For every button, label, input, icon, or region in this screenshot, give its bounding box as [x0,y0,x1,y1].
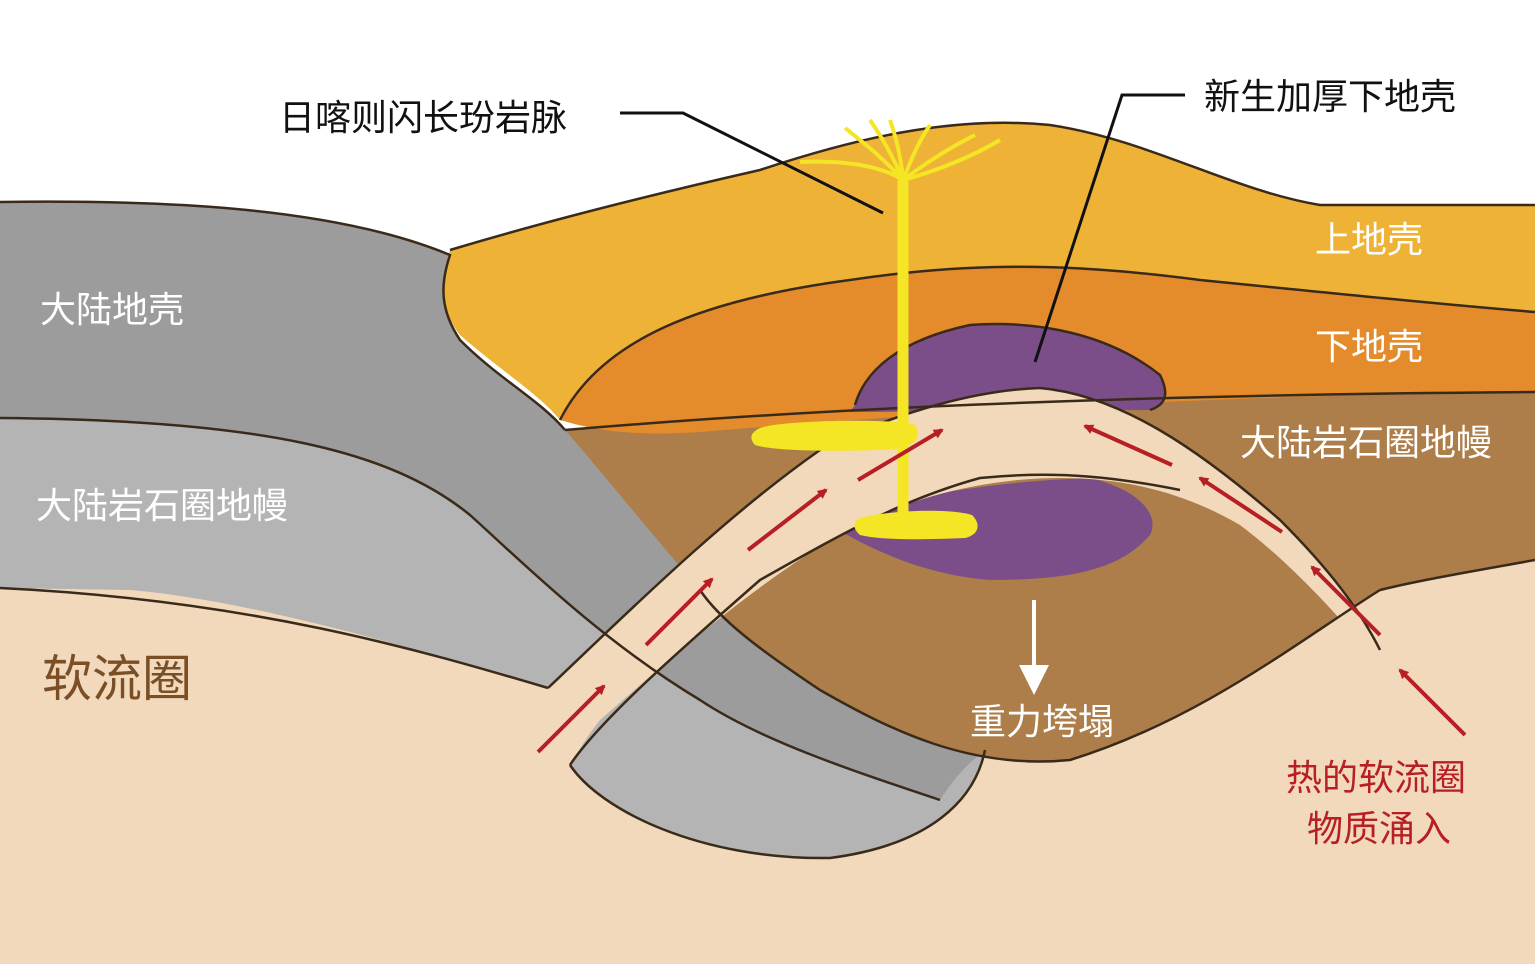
flow-arrow [536,684,606,754]
flow-arrow [644,577,714,647]
label-lower-crust: 下地壳 [1315,327,1423,368]
sill-upper [751,420,919,451]
flow-arrow [1198,476,1284,534]
flow-arrow [746,488,828,552]
label-inflow-line1: 热的软流圈 [1286,758,1466,799]
new-crust-upper-lobe [850,324,1166,412]
label-left-crust: 大陆地壳 [40,290,184,331]
dike-branches [799,118,1002,182]
new-crust-lower-lobe [830,478,1153,580]
collapse-arrow [1019,600,1049,695]
label-upper-crust: 上地壳 [1315,220,1423,261]
label-asthenosphere: 软流圈 [42,650,192,708]
sill-lower [854,510,978,540]
flow-arrow [1083,424,1173,467]
new-crust-leader-line [1033,93,1185,363]
upwelling-channel [548,388,1380,765]
flow-arrow [856,428,944,482]
left-mantle-layer [0,411,985,859]
label-inflow-line2: 物质涌入 [1307,809,1451,850]
dike-system [751,118,1002,540]
upper-crust-layer [443,122,1535,420]
red-flow-arrows [536,424,1467,754]
left-crust-layer [0,201,985,801]
dike-leader-line [620,111,884,215]
flow-arrow [1310,565,1382,637]
label-left-mantle: 大陆岩石圈地幔 [36,486,288,527]
label-right-mantle: 大陆岩石圈地幔 [1240,423,1492,464]
label-collapse: 重力垮塌 [970,702,1114,743]
label-new-crust: 新生加厚下地壳 [1204,77,1456,118]
label-dike: 日喀则闪长玢岩脉 [279,98,567,139]
flow-arrow [1398,668,1467,737]
